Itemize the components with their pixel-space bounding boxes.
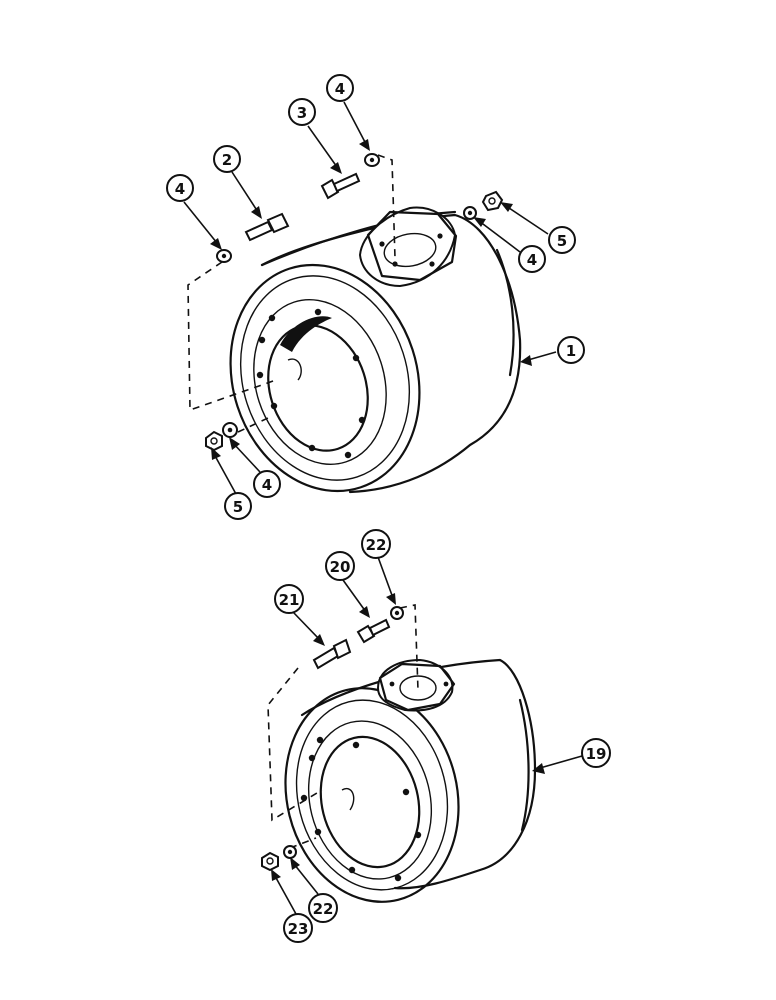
bolt-20 — [356, 618, 391, 644]
callout-4-top-label: 4 — [335, 80, 345, 98]
callout-4-top: 4 — [326, 74, 354, 102]
callout-19-label: 19 — [586, 745, 607, 763]
washer-22-top — [390, 606, 404, 620]
bolt-21 — [312, 638, 352, 670]
callout-22-bottom-label: 22 — [313, 900, 334, 918]
callout-1-label: 1 — [566, 342, 576, 360]
nut-5-right — [481, 190, 504, 212]
callout-4-right-label: 4 — [527, 251, 537, 269]
wheel-weight-upper — [187, 154, 522, 494]
callout-20: 20 — [325, 551, 355, 581]
bolt-3 — [320, 172, 361, 200]
callout-4-bottom-label: 4 — [262, 476, 272, 494]
callout-4-bottom: 4 — [253, 470, 281, 498]
callout-19: 19 — [581, 738, 611, 768]
washer-4-left — [216, 249, 232, 263]
callout-2: 2 — [213, 145, 241, 173]
callout-3-label: 3 — [297, 104, 307, 122]
callout-22-top-label: 22 — [366, 536, 387, 554]
callout-23: 23 — [283, 913, 313, 943]
callout-4-left: 4 — [166, 174, 194, 202]
callout-5-bottom: 5 — [224, 492, 252, 520]
callout-4-right: 4 — [518, 245, 546, 273]
callout-22-bottom: 22 — [308, 893, 338, 923]
washer-4-bottom — [222, 422, 238, 438]
callout-23-label: 23 — [288, 920, 309, 938]
nut-23 — [261, 851, 279, 872]
callout-5-right-label: 5 — [557, 232, 567, 250]
callout-21-label: 21 — [279, 591, 300, 609]
callout-1: 1 — [557, 336, 585, 364]
callout-21: 21 — [274, 584, 304, 614]
callout-22-top: 22 — [361, 529, 391, 559]
callout-20-label: 20 — [330, 558, 351, 576]
bolt-2 — [244, 212, 290, 242]
leader-lines — [183, 101, 583, 915]
wheel-weight-lower — [267, 604, 537, 903]
washer-4-top — [364, 153, 380, 167]
callout-5-bottom-label: 5 — [233, 498, 243, 516]
callout-2-label: 2 — [222, 151, 232, 169]
callout-4-left-label: 4 — [175, 180, 185, 198]
washer-4-right — [463, 206, 477, 220]
callout-5-right: 5 — [548, 226, 576, 254]
washer-22-bottom — [283, 845, 297, 859]
nut-5-bottom — [205, 430, 223, 452]
callout-3: 3 — [288, 98, 316, 126]
